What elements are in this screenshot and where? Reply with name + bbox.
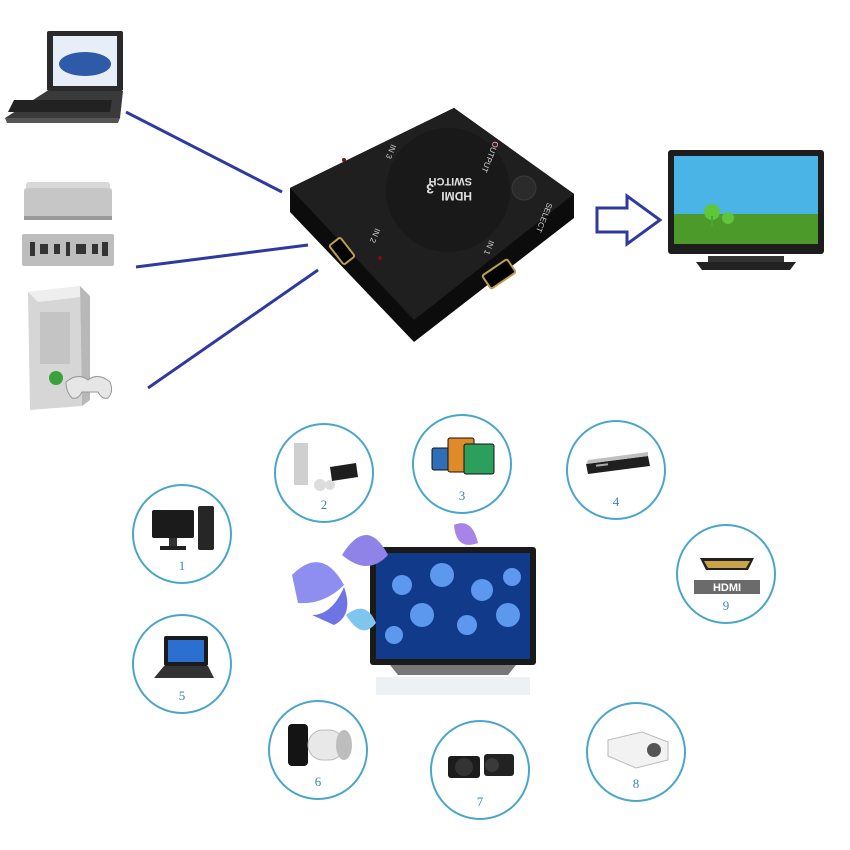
device-circle-3: 3 <box>412 414 512 514</box>
device-circle-1: 1 <box>132 484 232 584</box>
dvd-player-icon <box>586 452 650 474</box>
tablets-icon <box>431 437 495 475</box>
central-tv-display <box>292 523 536 695</box>
projector-icon <box>607 731 669 769</box>
hdmi-switch-device: HDMI SWITCH 3 OUTPUT SELECT IN 1 IN 2 IN… <box>290 108 574 342</box>
console-connection-line <box>147 268 319 390</box>
hdmi-label: HDMI <box>713 582 741 594</box>
hdmi-connector-icon: HDMI <box>694 558 760 594</box>
game-console-icon <box>294 443 358 491</box>
select-button[interactable] <box>511 175 537 201</box>
device-number-8: 8 <box>632 776 640 791</box>
switch-name-label: SWITCH <box>429 175 472 187</box>
butterfly-icon <box>292 562 348 625</box>
desktop-computer-icon <box>152 506 214 550</box>
speaker-icon <box>288 724 352 766</box>
device-circle-9: HDMI 9 <box>676 524 776 624</box>
switch-brand-label: HDMI <box>441 189 472 203</box>
camera-icon <box>448 754 514 778</box>
device-number-5: 5 <box>178 688 186 703</box>
in2-port <box>328 237 356 265</box>
connection-lines <box>125 110 663 390</box>
tv-output <box>668 150 824 270</box>
device-number-7: 7 <box>476 794 484 809</box>
device-number-2: 2 <box>320 497 328 512</box>
device-circle-5: 5 <box>132 614 232 714</box>
device-number-6: 6 <box>314 774 322 789</box>
device-number-4: 4 <box>612 494 620 509</box>
in1-port <box>481 258 517 290</box>
device-circle-4: 4 <box>566 420 666 520</box>
laptop-source <box>5 31 123 123</box>
laptop-icon <box>154 636 214 678</box>
device-number-3: 3 <box>458 488 466 503</box>
output-arrow-icon <box>595 193 663 247</box>
device-circle-8: 8 <box>586 702 686 802</box>
laptop-connection-line <box>125 110 283 194</box>
game-console-source <box>28 286 113 410</box>
media-box-source <box>22 182 114 266</box>
device-circle-7: 7 <box>430 720 530 820</box>
device-number-1: 1 <box>178 558 186 573</box>
device-circle-2: 2 <box>274 423 374 523</box>
device-circle-6: 6 <box>268 700 368 800</box>
media-box-connection-line <box>135 243 309 269</box>
switch-count-label: 3 <box>426 181 434 197</box>
device-number-9: 9 <box>722 598 730 613</box>
